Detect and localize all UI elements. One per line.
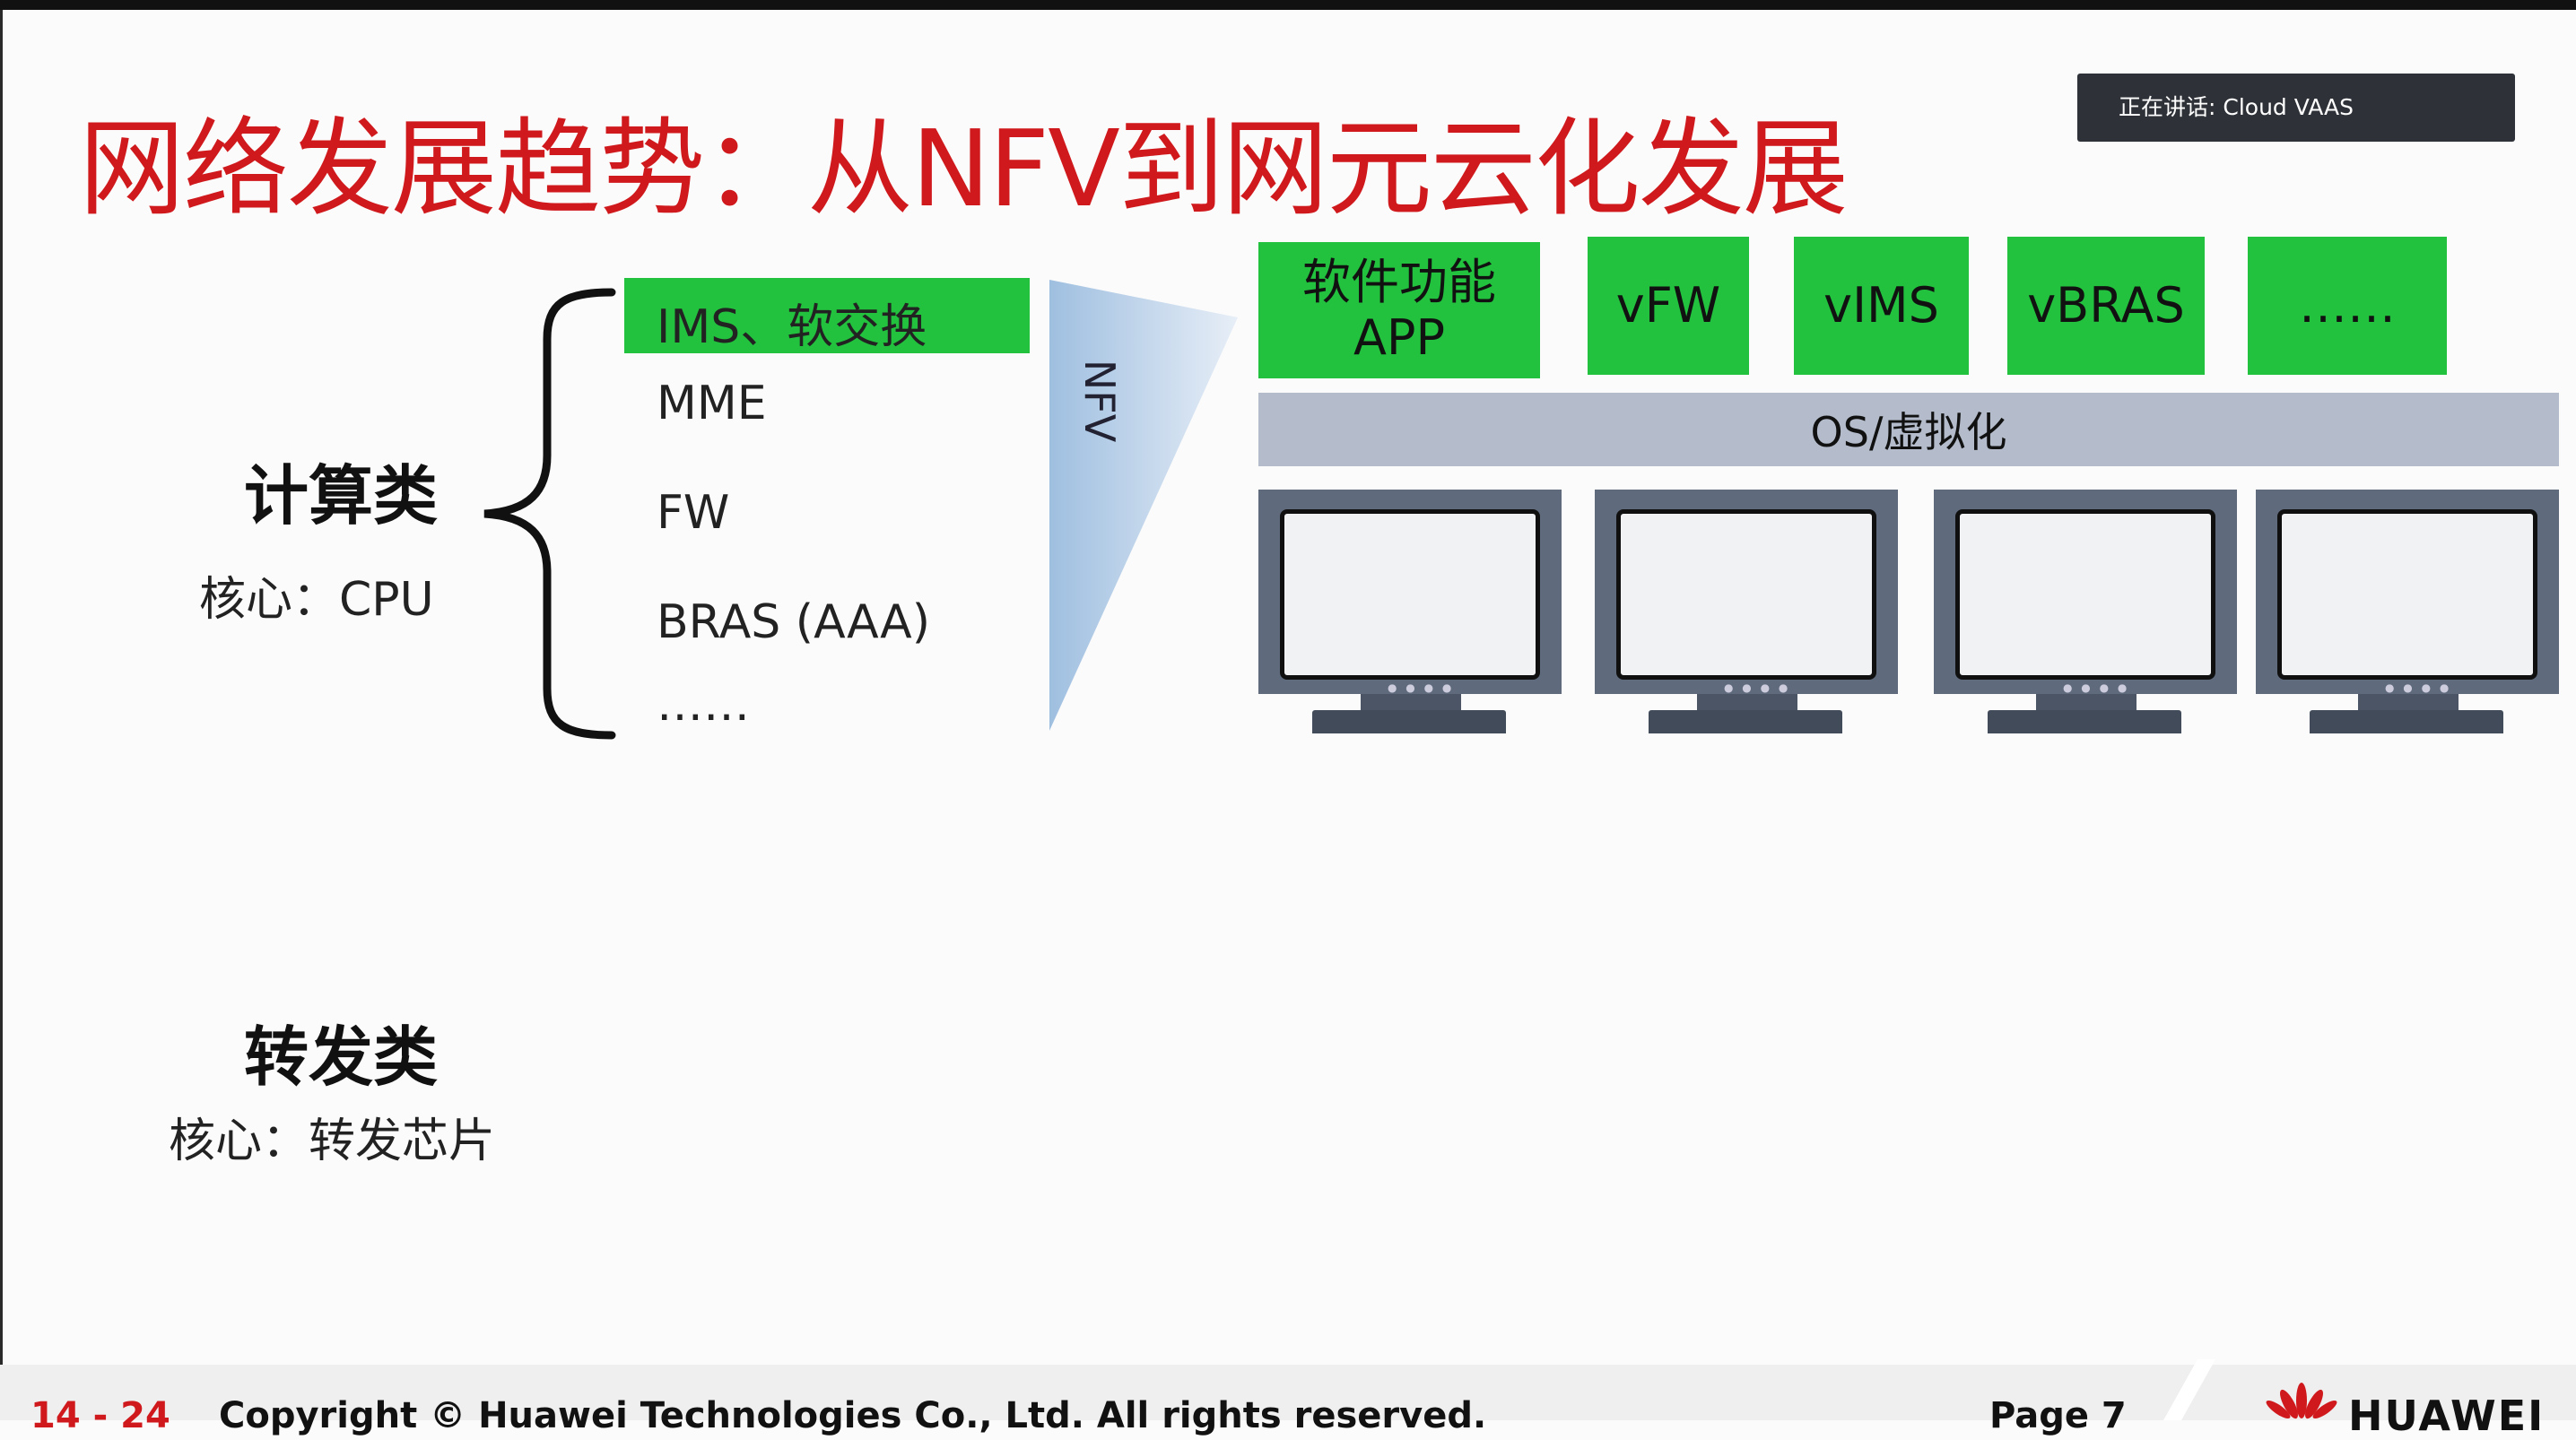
forwarding-category-title: 转发类 [244,1019,439,1095]
curly-brace [483,288,616,740]
server-monitor-icon: ● ● ● ● [1258,490,1562,733]
server-monitor-icon: ● ● ● ● [1595,490,1898,733]
speaking-indicator: 正在讲话: Cloud VAAS [2077,74,2515,142]
footer-page-number: Page 7 [1989,1395,2127,1436]
os-virtualization-layer: OS/虚拟化 [1258,393,2559,466]
app-vfw: vFW [1588,237,1749,375]
server-monitor-icon: ● ● ● ● [2256,490,2559,733]
slide-footer [0,1365,2576,1420]
app-vbras: vBRAS [2007,237,2205,375]
footer-chapter-number: 14 - 24 [30,1395,170,1436]
footer-brand: HUAWEI [2348,1392,2546,1440]
nfv-label: NFV [1075,359,1125,443]
slide-title: 网络发展趋势：从NFV到网元云化发展 [79,107,1849,230]
app-vims: vIMS [1794,237,1969,375]
compute-item-ims: IMS、软交换 [657,300,927,354]
window-left-edge [0,10,3,1420]
footer-divider [2163,1359,2215,1420]
footer-copyright: Copyright © Huawei Technologies Co., Ltd… [219,1395,1487,1436]
server-monitor-icon: ● ● ● ● [1934,490,2237,733]
compute-item-more: …… [657,678,750,732]
highlight-ims [624,278,1030,353]
compute-category-title: 计算类 [244,458,439,533]
forwarding-category-core: 核心：转发芯片 [169,1115,496,1168]
nfv-arrow [1049,280,1238,731]
huawei-logo-icon [2266,1383,2337,1419]
compute-item-mme: MME [657,377,767,430]
compute-category-core: 核心：CPU [199,573,434,627]
compute-item-bras: BRAS (AAA) [657,595,930,649]
compute-item-fw: FW [657,486,730,540]
app-more: …… [2248,237,2447,375]
window-top-bar [0,0,2576,10]
